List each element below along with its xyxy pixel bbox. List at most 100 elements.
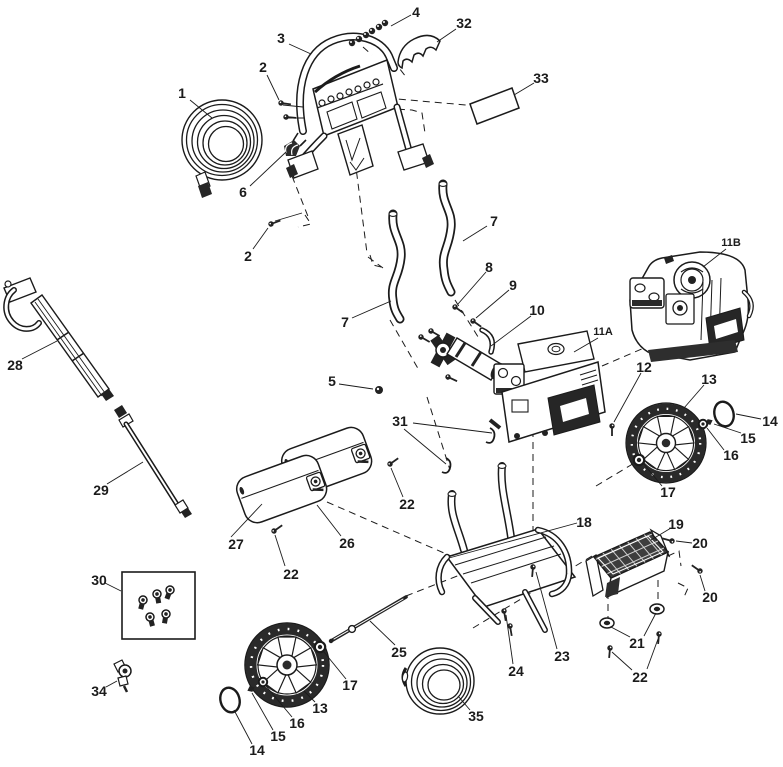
callout-leader-line: [735, 413, 762, 420]
callout-leader-line: [706, 427, 725, 451]
assembly-dashed-line: [454, 299, 481, 341]
assembly-dashed-line: [362, 46, 373, 56]
callout-leader-line: [288, 43, 312, 55]
hubcap-left: [219, 686, 241, 714]
handle-tube-right: [438, 179, 456, 297]
assembly-dashed-line: [354, 159, 368, 254]
callout-leader-line: [274, 534, 286, 567]
callout-leader-line: [513, 82, 535, 96]
screw-leg-a: [499, 606, 510, 623]
callout-leader-line: [266, 74, 280, 101]
callout-label-13: 13: [701, 371, 717, 387]
callout-leader-line: [573, 337, 599, 353]
label-plate: [469, 87, 520, 125]
assembly-dashed-line: [367, 256, 384, 269]
axle-rod: [328, 595, 408, 644]
callout-leader-line: [462, 225, 488, 242]
callout-leader-line: [104, 582, 122, 592]
nozzle-kit-box: [121, 571, 196, 640]
callout-label-11A: 11A: [593, 326, 613, 338]
hose-coil: [181, 99, 263, 198]
callout-label-15: 15: [740, 430, 756, 446]
callout-leader-line: [457, 271, 487, 305]
callout-leader-line: [338, 383, 374, 390]
callout-label-20: 20: [702, 589, 718, 605]
callout-label-28: 28: [7, 357, 23, 373]
callout-label-30: 30: [91, 572, 107, 588]
callout-label-29: 29: [93, 482, 109, 498]
callout-leader-line: [675, 540, 693, 544]
panel-knobs: [348, 19, 389, 47]
callout-label-9: 9: [509, 277, 517, 293]
callout-label-22: 22: [632, 669, 648, 685]
callout-label-22: 22: [399, 496, 415, 512]
rubber-foot-a: [599, 617, 615, 629]
callout-label-2: 2: [259, 59, 267, 75]
callout-leader-line: [282, 104, 304, 108]
callout-label-19: 19: [668, 516, 684, 532]
callout-leader-line: [265, 685, 293, 718]
callout-leader-line: [403, 428, 447, 465]
callout-label-8: 8: [485, 259, 493, 275]
callout-labels: 123432336277891011A11B528291213141516173…: [7, 4, 778, 758]
callout-label-17: 17: [660, 484, 676, 500]
callout-label-12: 12: [636, 359, 652, 375]
axle-nut-left: [257, 676, 269, 688]
callout-leader-line: [448, 522, 578, 559]
screw-engine: [608, 422, 616, 437]
callout-label-2: 2: [244, 248, 252, 264]
callout-leader-line: [390, 14, 412, 27]
screw-basket-b: [689, 562, 705, 576]
callout-leader-line: [233, 709, 253, 745]
callout-leader-line: [252, 227, 269, 250]
callout-leader-line: [249, 151, 287, 187]
callout-leader-line: [274, 212, 303, 222]
callout-label-27: 27: [228, 536, 244, 552]
callout-leader-line: [643, 612, 657, 637]
screw-tank-b: [269, 522, 285, 536]
callout-label-14: 14: [762, 413, 778, 429]
handle-assembly: [286, 32, 434, 179]
callout-label-16: 16: [723, 447, 739, 463]
spray-wand: [114, 405, 192, 518]
callout-leader-line: [436, 28, 457, 43]
callout-label-14: 14: [249, 742, 265, 758]
callout-label-35: 35: [468, 708, 484, 724]
assembly-dashed-line: [297, 214, 312, 228]
hose-coil-small: [401, 647, 475, 715]
callout-leader-line: [683, 384, 705, 409]
wheel-right: [626, 403, 706, 483]
callout-label-15: 15: [270, 728, 286, 744]
callout-label-13: 13: [312, 700, 328, 716]
callout-leader-line: [105, 680, 118, 688]
callout-leader-line: [390, 467, 404, 498]
callout-label-1: 1: [178, 85, 186, 101]
callout-label-7: 7: [490, 213, 498, 229]
callout-leader-line: [323, 651, 347, 680]
screw-handle-b: [282, 113, 298, 122]
wheel-left: [245, 623, 329, 707]
callout-leader-line: [21, 340, 58, 360]
callout-label-34: 34: [91, 683, 107, 699]
callout-leader-line: [230, 503, 263, 538]
cart-frame: [435, 462, 577, 633]
callout-label-33: 33: [533, 70, 549, 86]
assembly-dashed-line: [369, 254, 386, 269]
basket-tray: [585, 528, 671, 599]
callout-label-26: 26: [339, 535, 355, 551]
axle-washer-right: [632, 453, 646, 467]
callout-label-31: 31: [392, 413, 408, 429]
assembly-dashed-line: [389, 319, 421, 373]
bolt-engine-mount: [375, 386, 383, 394]
callout-leader-line: [106, 461, 144, 485]
handle-tube-left: [387, 209, 406, 324]
callout-leader-line: [611, 651, 633, 671]
callout-leader-line: [505, 614, 514, 665]
assembly-dashed-line: [667, 550, 682, 567]
callout-label-25: 25: [391, 644, 407, 660]
callout-label-16: 16: [289, 715, 305, 731]
rubber-foot-b: [649, 603, 665, 615]
callout-label-11B: 11B: [721, 237, 741, 249]
spring-clip: [284, 132, 307, 156]
axle-nut-right: [697, 418, 709, 430]
